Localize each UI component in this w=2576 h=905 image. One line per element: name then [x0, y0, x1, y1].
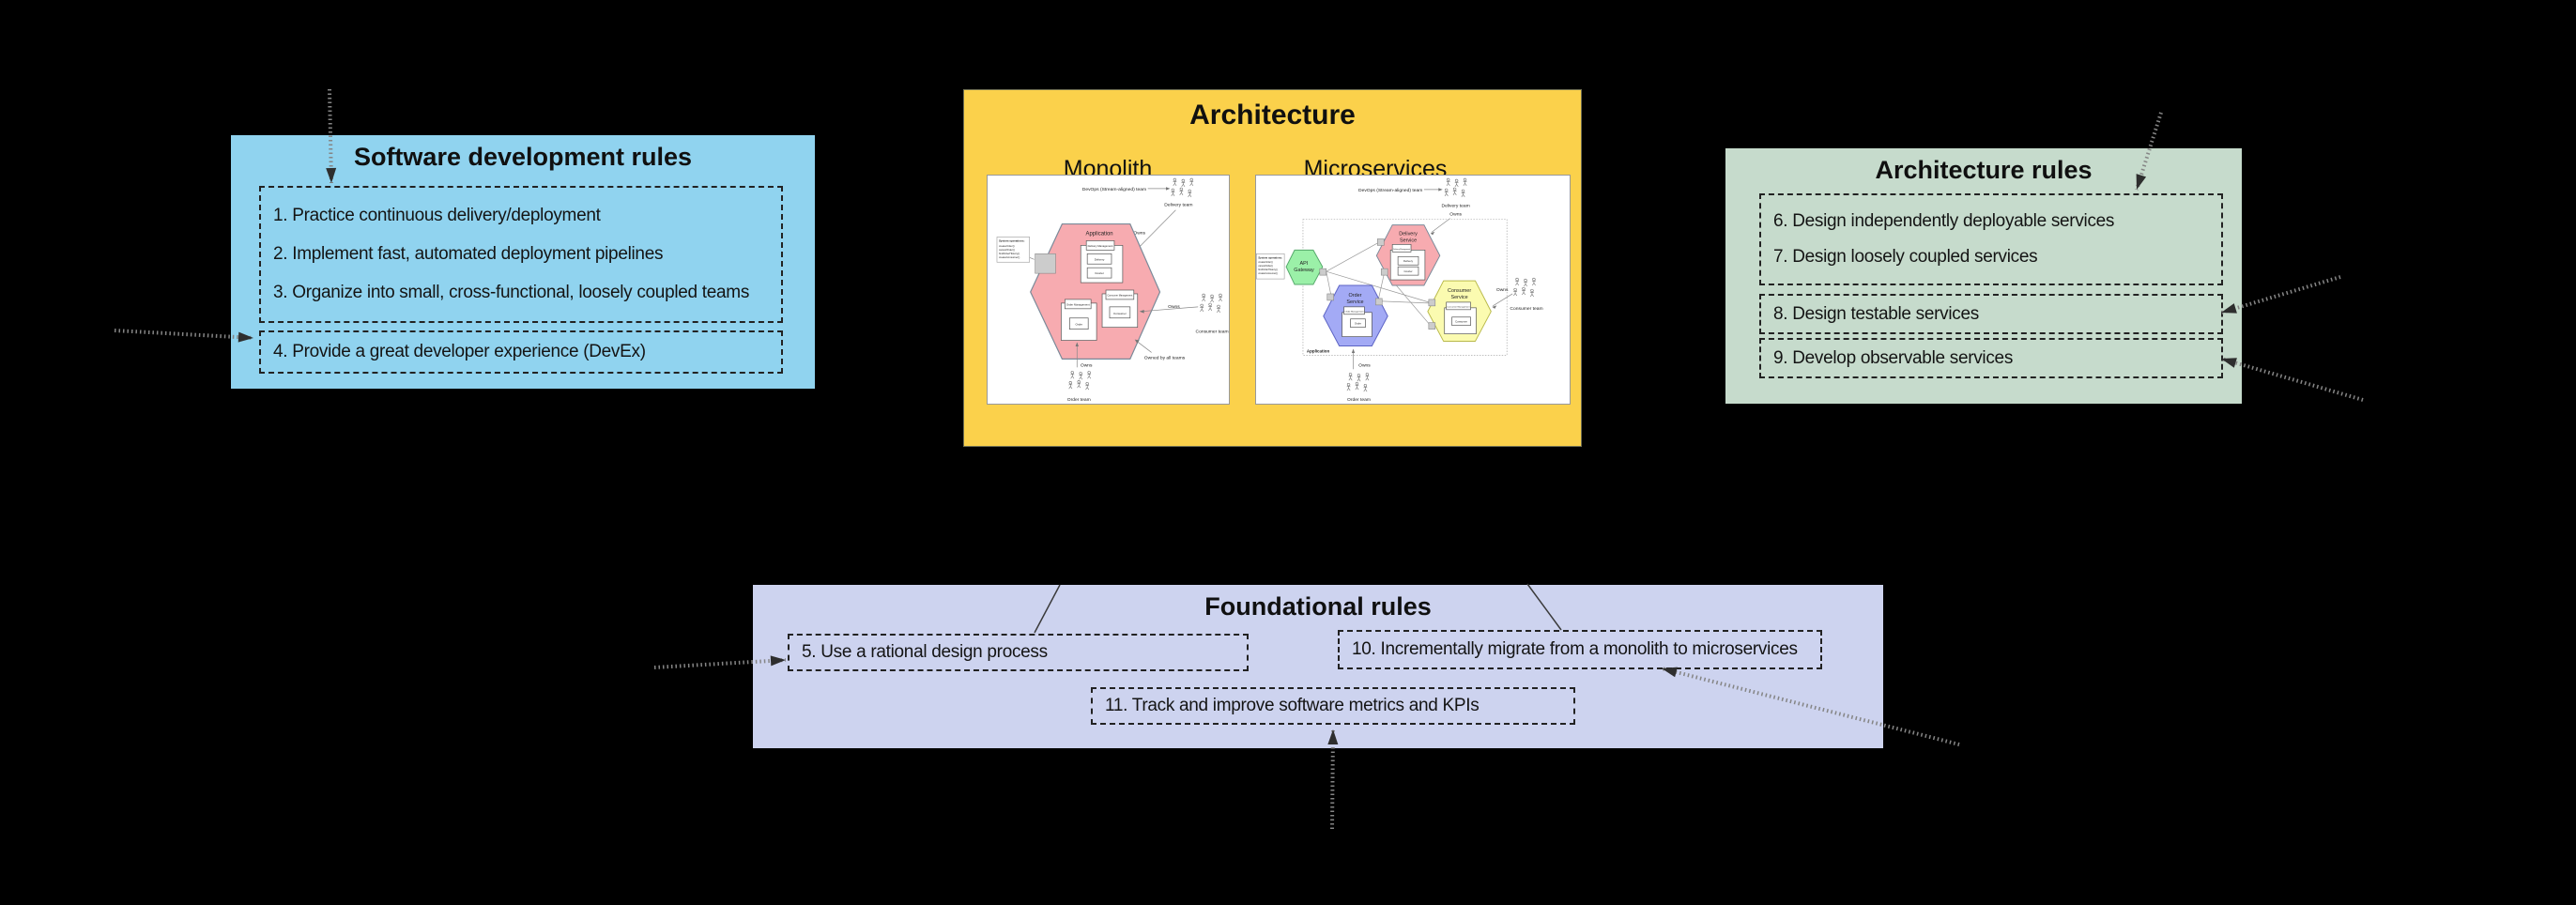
software-rules-title: Software development rules: [353, 143, 693, 171]
system-operations-title: System operations:: [999, 238, 1025, 242]
monolith-owns-label-top: Owns: [1133, 230, 1145, 236]
monolith-order-team-label: Order team: [1067, 397, 1091, 403]
svg-text:Service: Service: [1400, 238, 1417, 243]
svg-text:Delivery: Delivery: [1403, 259, 1414, 263]
software-rules-group-1-3: 1. Practice continuous delivery/deployme…: [259, 186, 783, 323]
system-operation: createOrder(): [1258, 260, 1273, 264]
architecture-rules-box: Architecture rules 6. Design independent…: [1725, 148, 2242, 404]
svg-text:Gateway: Gateway: [1294, 268, 1314, 273]
architecture-rules-title: Architecture rules: [1875, 156, 2093, 184]
svg-text:Order Management: Order Management: [1345, 310, 1364, 313]
micro-owns-label-top: Owns: [1449, 212, 1462, 218]
delivery-service-label: Delivery: [1399, 231, 1418, 237]
delivery-item: Delivery: [1095, 257, 1105, 261]
foundational-rules-box: Foundational rules 5. Use a rational des…: [753, 585, 1883, 748]
rule-2: 2. Implement fast, automated deployment …: [273, 244, 664, 264]
order-team-figures: [1068, 371, 1091, 390]
delivery-team-figures: [1172, 178, 1194, 197]
system-operation: findOrderHistory(): [999, 252, 1020, 255]
consumer-team-figures: [1200, 294, 1222, 313]
monolith-port: [1035, 253, 1056, 274]
order-team-figures: [1347, 373, 1370, 391]
micro-order-team-label: Order team: [1347, 397, 1371, 403]
courier-item: Courier: [1095, 271, 1104, 275]
delivery-team-figures: [1445, 178, 1467, 197]
monolith-owns-label-right: Owns: [1168, 304, 1180, 310]
software-development-rules-box: Software development rules 1. Practice c…: [231, 135, 815, 389]
architecture-rules-group-8: 8. Design testable services: [1759, 294, 2223, 334]
system-operation: findOrderHistory(): [1258, 268, 1278, 271]
rule-8: 8. Design testable services: [1773, 303, 1979, 324]
svg-text:Delivery Management: Delivery Management: [1393, 248, 1410, 251]
rule-3: 3. Organize into small, cross-functional…: [273, 283, 750, 302]
arrow-to-rule-9: [2220, 357, 2364, 402]
system-operations-box: [1256, 253, 1285, 280]
order-management-header: Order Management: [1066, 302, 1090, 306]
micro-devops-team-label: DevOps (Stream-aligned) team: [1358, 188, 1422, 193]
monolith-devops-team-label: DevOps (Stream-aligned) team: [1082, 187, 1146, 192]
architecture-title: Architecture: [1189, 100, 1356, 130]
rule-1: 1. Practice continuous delivery/deployme…: [273, 206, 601, 225]
consumer-service-label: Consumer: [1448, 288, 1471, 294]
micro-application-label: Application: [1307, 348, 1330, 353]
svg-text:Service: Service: [1346, 299, 1363, 305]
rule-11: 11. Track and improve software metrics a…: [1105, 696, 1480, 715]
api-gateway-hexagon: [1285, 249, 1324, 285]
software-rules-group-4: 4. Provide a great developer experience …: [259, 330, 783, 374]
micro-consumer-team-label: Consumer team: [1510, 306, 1542, 312]
rule-4: 4. Provide a great developer experience …: [273, 342, 646, 361]
rule-6: 6. Design independently deployable servi…: [1773, 210, 2115, 231]
micro-owns-label-bottom: Owns: [1358, 362, 1371, 368]
delivery-management-header: Delivery Management: [1088, 244, 1113, 248]
svg-text:Consumer Management: Consumer Management: [1448, 305, 1470, 308]
consumer-item: Consumer: [1113, 312, 1127, 315]
monolith-owns-label-bottom: Owns: [1081, 362, 1093, 368]
architecture-rules-group-9: 9. Develop observable services: [1759, 338, 2223, 378]
system-operation: cancelOrder(): [999, 248, 1015, 252]
monolith-delivery-team-label: Delivery team: [1164, 203, 1192, 208]
system-operation: createOrder(): [999, 244, 1015, 248]
architecture-rules-group-6-7: 6. Design independently deployable servi…: [1759, 193, 2223, 285]
svg-text:Order: Order: [1355, 322, 1361, 326]
system-operation: createConsumer(): [1258, 271, 1278, 275]
consumer-management-header: Consumer Management: [1108, 293, 1133, 297]
svg-text:Service: Service: [1451, 295, 1468, 300]
foundational-rule-5-box: 5. Use a rational design process: [788, 634, 1249, 671]
rule-5: 5. Use a rational design process: [802, 642, 1048, 662]
order-item: Order: [1075, 323, 1082, 327]
order-service-label: Order: [1349, 293, 1362, 299]
foundational-rules-title: Foundational rules: [1204, 592, 1432, 621]
monolith-diagram: DevOps (Stream-aligned) team Delivery te…: [987, 175, 1230, 405]
system-operations-box: [996, 237, 1030, 263]
monolith-application-label: Application: [1086, 231, 1113, 237]
microservices-diagram: DevOps (Stream-aligned) team Delivery te…: [1255, 175, 1571, 405]
order-management-module: [1061, 302, 1097, 341]
micro-delivery-team-label: Delivery team: [1442, 204, 1470, 209]
system-operations-title: System operations:: [1258, 255, 1282, 259]
api-gateway-label: API: [1300, 261, 1309, 267]
rule-10: 10. Incrementally migrate from a monolit…: [1352, 639, 1798, 659]
svg-text:Courier: Courier: [1404, 269, 1413, 273]
foundational-rule-11-box: 11. Track and improve software metrics a…: [1091, 687, 1575, 725]
svg-text:Consumer: Consumer: [1455, 320, 1467, 324]
architecture-box: Architecture Monolith Microservices DevO…: [963, 89, 1582, 447]
monolith-consumer-team-label: Consumer team: [1196, 330, 1229, 335]
system-operation: createConsumer(): [999, 255, 1020, 259]
system-operation: cancelOrder(): [1258, 264, 1273, 268]
owned-by-all-teams-label: Owned by all teams: [1144, 355, 1186, 360]
consumer-team-figures: [1513, 278, 1536, 297]
foundational-rule-10-box: 10. Incrementally migrate from a monolit…: [1338, 630, 1822, 669]
rule-9: 9. Develop observable services: [1773, 347, 2014, 368]
rule-7: 7. Design loosely coupled services: [1773, 247, 2038, 268]
micro-owns-label-right: Owns: [1496, 287, 1509, 293]
